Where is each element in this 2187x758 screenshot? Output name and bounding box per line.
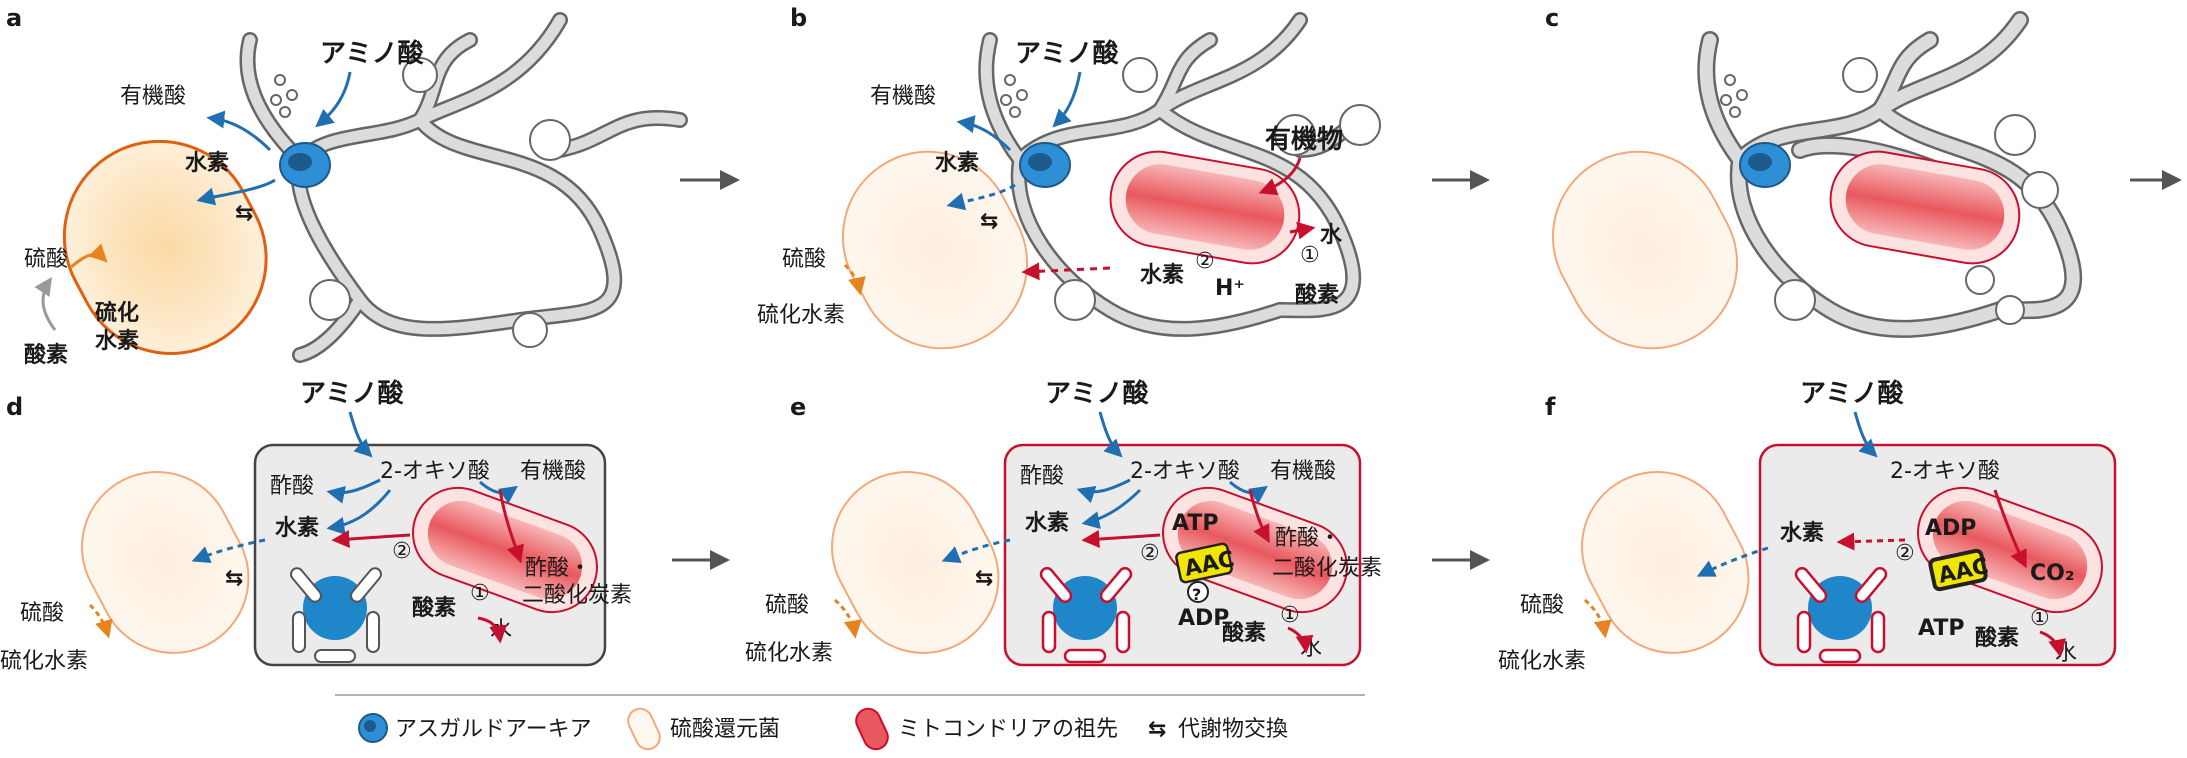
- label-acetate-2: 酢酸・: [1275, 526, 1341, 551]
- panel-letter-a: a: [6, 4, 22, 32]
- label-question: ?: [1192, 585, 1201, 604]
- exchange-icon: ⇆: [225, 566, 243, 591]
- label-2-oxoacid: 2-オキソ酸: [1130, 459, 1240, 484]
- legend-mito: ミトコンドリアの祖先: [898, 717, 1118, 742]
- label-circle-1: ①: [1300, 243, 1320, 268]
- label-sulfate: 硫酸: [782, 247, 826, 272]
- label-circle-2: ②: [392, 539, 412, 564]
- label-amino-acid: アミノ酸: [300, 379, 404, 409]
- sulfate-reducing-bacterium: [806, 446, 1025, 680]
- sulfate-reducing-bacterium: [1556, 446, 1775, 680]
- label-amino-acid: アミノ酸: [1045, 379, 1149, 409]
- label-proton: H⁺: [1215, 276, 1245, 301]
- label-h2s: 硫化水素: [757, 303, 845, 328]
- label-co2: CO₂: [2030, 561, 2074, 586]
- label-h2s: 硫化水素: [1498, 649, 1586, 674]
- label-sulfate: 硫酸: [1520, 593, 1564, 618]
- label-h2s: 硫化水素: [0, 649, 88, 674]
- label-circle-1: ①: [2030, 606, 2050, 631]
- label-sulfate: 硫酸: [24, 247, 68, 272]
- label-circle-1: ①: [1280, 603, 1300, 628]
- mito-icon: [852, 705, 892, 753]
- legend-asgard: アスガルドアーキア: [395, 717, 592, 742]
- label-h2s: 硫化水素: [745, 641, 833, 666]
- label-sulfate: 硫酸: [20, 601, 64, 626]
- label-organic-acid: 有機酸: [870, 84, 936, 109]
- label-h2s-1: 硫化: [95, 300, 139, 326]
- panel-d: d アミノ酸 2-オキソ酸 酢酸 有機酸 水素 ⇆ 酢酸・ 二酸化炭素 酸素 水…: [0, 379, 632, 679]
- sulfate-reducing-bacterium: [31, 108, 300, 387]
- panel-letter-b: b: [790, 4, 807, 32]
- exchange-icon: ⇆: [975, 566, 993, 591]
- label-oxygen: 酸素: [1295, 282, 1339, 308]
- label-circle-2: ②: [1140, 541, 1160, 566]
- panel-letter-d: d: [6, 393, 23, 421]
- label-hydrogen-2: 水素: [1140, 262, 1184, 288]
- panel-letter-f: f: [1545, 393, 1556, 421]
- label-amino-acid: アミノ酸: [1800, 379, 1904, 409]
- label-amino-acid: アミノ酸: [320, 39, 424, 69]
- label-co2: 二酸化炭素: [1272, 556, 1382, 581]
- label-acetate: 酢酸: [1020, 464, 1064, 489]
- exchange-icon: ⇆: [1148, 717, 1166, 742]
- label-water: 水: [1320, 223, 1343, 248]
- label-organic-acid: 有機酸: [120, 84, 186, 109]
- label-oxygen: 酸素: [24, 342, 68, 368]
- exchange-icon: ⇆: [980, 209, 998, 234]
- label-acetate-2: 酢酸・: [525, 556, 591, 581]
- legend-srb: 硫酸還元菌: [670, 717, 780, 742]
- label-hydrogen: 水素: [185, 150, 229, 176]
- label-amino-acid: アミノ酸: [1015, 39, 1119, 69]
- panel-e: e アミノ酸 2-オキソ酸 酢酸 有機酸 水素 ⇆ ATP AAC ? ADP …: [745, 379, 1382, 679]
- label-hydrogen: 水素: [935, 150, 979, 176]
- label-atp: ATP: [1172, 511, 1218, 536]
- label-hydrogen: 水素: [275, 515, 319, 541]
- panel-letter-e: e: [790, 393, 806, 421]
- legend-exchange: 代謝物交換: [1178, 717, 1288, 742]
- label-oxygen: 酸素: [1975, 625, 2019, 651]
- panel-a: a アミノ酸 有機酸: [6, 4, 680, 387]
- label-hydrogen: 水素: [1025, 510, 1069, 536]
- panel-letter-c: c: [1545, 4, 1559, 32]
- label-co2: 二酸化炭素: [522, 583, 632, 608]
- label-organic-matter: 有機物: [1265, 125, 1343, 155]
- label-organic-acid: 有機酸: [520, 459, 586, 484]
- panel-f: f アミノ酸 2-オキソ酸 水素 ADP AAC CO₂ ATP 酸素 水 ① …: [1498, 379, 2115, 679]
- legend: アスガルドアーキア 硫酸還元菌 ミトコンドリアの祖先 ⇆ 代謝物交換: [335, 695, 1365, 753]
- label-2-oxoacid: 2-オキソ酸: [1890, 459, 2000, 484]
- label-sulfate: 硫酸: [765, 593, 809, 618]
- srb-icon: [624, 705, 664, 753]
- exchange-icon: ⇆: [235, 201, 253, 226]
- label-oxygen: 酸素: [1222, 620, 1266, 646]
- panel-c: c: [1523, 4, 2073, 378]
- label-circle-2: ②: [1895, 541, 1915, 566]
- label-organic-acid: 有機酸: [1270, 459, 1336, 484]
- vesicles: [271, 58, 570, 347]
- label-adp: ADP: [1925, 516, 1976, 541]
- label-oxygen: 酸素: [412, 595, 456, 621]
- sulfate-reducing-bacterium: [56, 446, 275, 680]
- label-atp: ATP: [1918, 616, 1964, 641]
- label-circle-2: ②: [1195, 249, 1215, 274]
- label-circle-1: ①: [470, 581, 490, 606]
- label-hydrogen: 水素: [1780, 520, 1824, 546]
- label-h2s-2: 水素: [95, 328, 139, 354]
- label-acetate: 酢酸: [270, 474, 314, 499]
- label-2-oxoacid: 2-オキソ酸: [380, 459, 490, 484]
- panel-b: b アミノ酸 有機酸 水素: [757, 4, 1380, 378]
